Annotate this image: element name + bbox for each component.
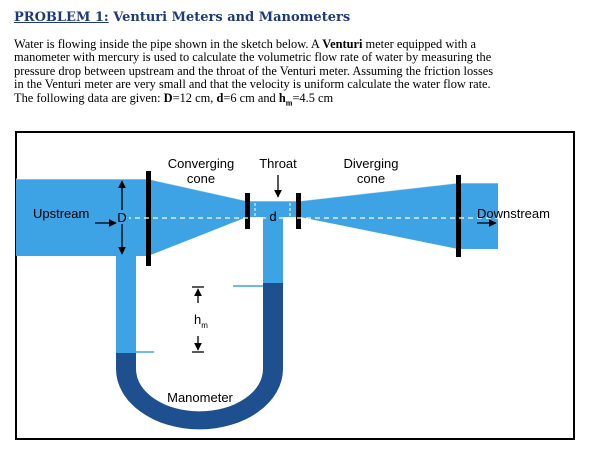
statement-text: meter equipped with a (362, 37, 476, 51)
given-prefix: The following data are given: (14, 90, 164, 105)
hm-label: hm (194, 312, 208, 330)
given-d-label: d (216, 90, 224, 105)
given-data-line: The following data are given: D=12 cm, d… (14, 90, 580, 110)
D-label-bg (115, 210, 129, 224)
d-label: d (269, 209, 276, 224)
diverging-cone-label-line1: Diverging (344, 156, 399, 171)
venturi-diagram: D d Upstream Downstream Converging cone … (15, 131, 575, 440)
given-hm-value: =4.5 cm (292, 90, 334, 105)
hm-label-sub: m (201, 321, 208, 330)
manometer-left-water (116, 256, 136, 354)
throat-label: Throat (259, 156, 297, 171)
problem-number: PROBLEM 1: (14, 10, 109, 25)
flange-outlet (456, 175, 461, 257)
given-hm-label: hm (278, 90, 293, 108)
hm-label-h: h (194, 312, 201, 327)
statement-line: pressure drop between upstream and the t… (14, 63, 494, 78)
given-hm-sub: m (285, 98, 293, 108)
flange-throat-right (296, 193, 301, 229)
problem-title-text: Venturi Meters and Manometers (113, 10, 351, 25)
statement-line: manometer with mercury is used to calcul… (14, 50, 492, 65)
statement-text: Water is flowing inside the pipe shown i… (14, 37, 323, 51)
venturi-water (16, 179, 498, 256)
converging-cone-label-line1: Converging (168, 156, 235, 171)
manometer-right-water (263, 217, 283, 285)
problem-statement: Water is flowing inside the pipe shown i… (14, 37, 580, 110)
given-D-value: =12 cm, (172, 90, 217, 105)
upstream-label: Upstream (33, 206, 89, 221)
flange-throat-left (245, 193, 250, 229)
pipe-outline-top (16, 178, 498, 202)
d-label-bg (267, 208, 279, 222)
given-D-label: D (163, 90, 173, 105)
diverging-cone-label-line2: cone (357, 171, 385, 186)
statement-bold: Venturi (322, 37, 363, 51)
problem-title: PROBLEM 1: Venturi Meters and Manometers (14, 10, 584, 25)
manometer-mercury (116, 283, 283, 430)
D-label: D (117, 210, 126, 225)
converging-cone-label-line2: cone (187, 171, 215, 186)
figure-frame (15, 131, 575, 440)
given-hm-h: h (278, 90, 286, 105)
downstream-label: Downstream (477, 206, 550, 221)
given-d-value: =6 cm and (223, 90, 279, 105)
statement-line: Water is flowing inside the pipe shown i… (14, 37, 580, 51)
manometer-label: Manometer (167, 390, 233, 405)
statement-line: in the Venturi meter are very small and … (14, 77, 491, 92)
